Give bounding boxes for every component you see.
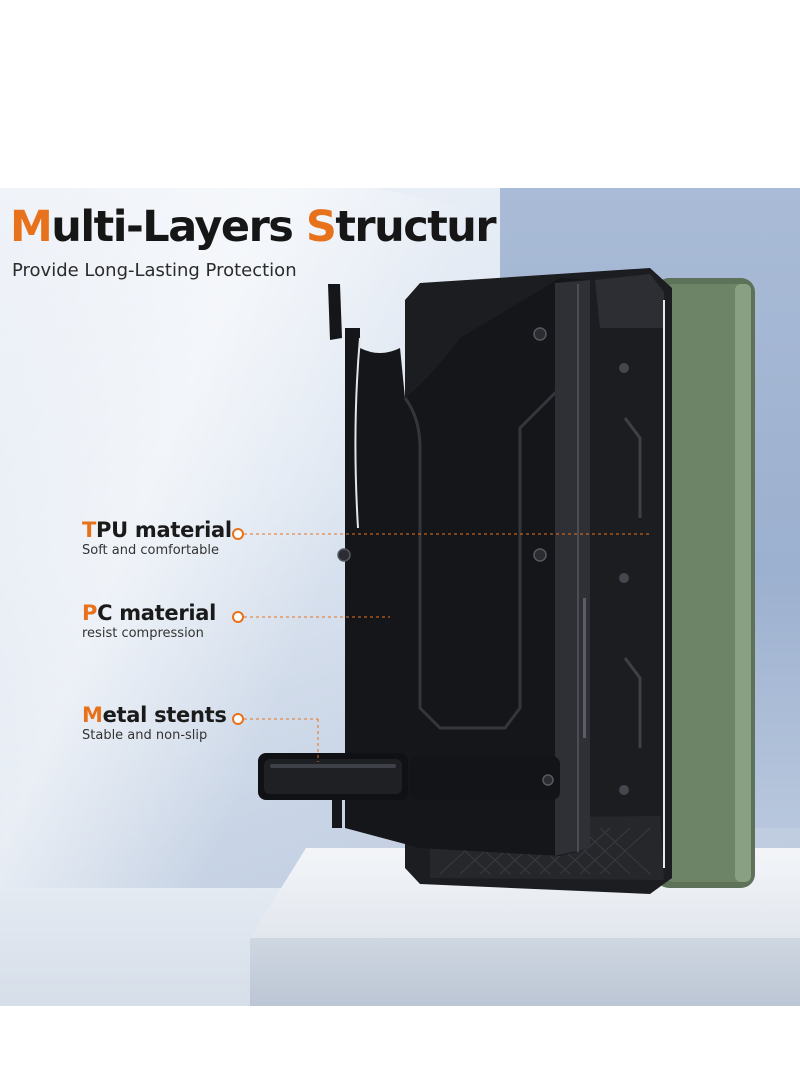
page-title: Multi-Layers Structur [10, 202, 497, 252]
feature-title: Metal stents [82, 703, 227, 727]
title-accent-letter: S [305, 202, 337, 252]
feature-metal: Metal stents Stable and non-slip [82, 703, 227, 743]
title-text: ulti-Layers [51, 202, 306, 252]
feature-pc: PC material resist compression [82, 601, 216, 641]
feature-accent-letter: T [82, 518, 97, 542]
pc-hard-shell-layer [337, 278, 642, 856]
feature-tpu: TPU material Soft and comfortable [82, 518, 232, 558]
product-banner: Multi-Layers Structur Provide Long-Lasti… [0, 188, 800, 1006]
feature-description: Soft and comfortable [82, 543, 219, 558]
page-subtitle: Provide Long-Lasting Protection [12, 260, 297, 281]
feature-description: Stable and non-slip [82, 728, 208, 743]
feature-accent-letter: M [82, 703, 103, 727]
green-phone [655, 278, 755, 888]
feature-description: resist compression [82, 626, 204, 641]
feature-accent-letter: P [82, 601, 98, 625]
feature-title: TPU material [82, 518, 232, 542]
title-text: tructur [335, 202, 496, 252]
feature-title-text: C material [97, 601, 217, 625]
phone-case-exploded-illustration [258, 268, 755, 894]
pedestal-front [250, 938, 800, 1006]
feature-title-text: PU material [96, 518, 232, 542]
title-accent-letter: M [10, 202, 53, 252]
feature-title-text: etal stents [102, 703, 227, 727]
feature-title: PC material [82, 601, 216, 625]
metal-kickstand [258, 753, 560, 800]
